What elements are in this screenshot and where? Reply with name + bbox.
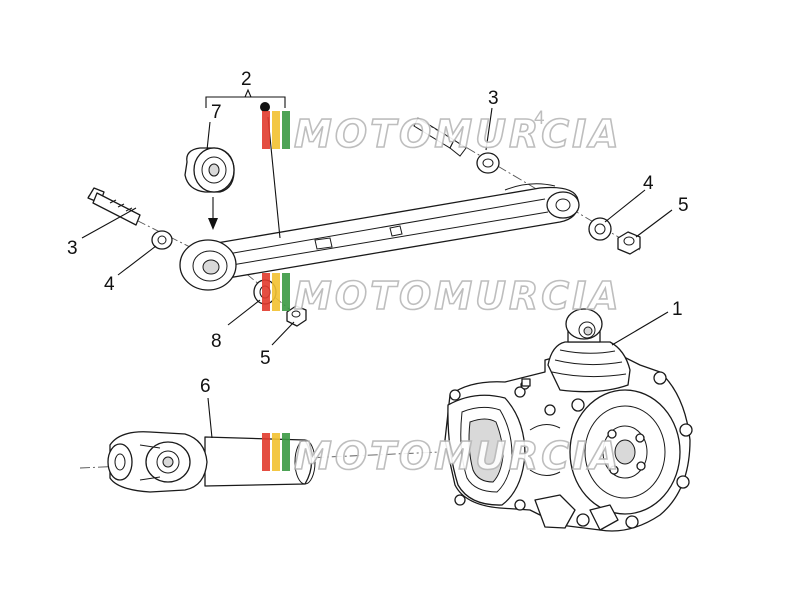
watermark-middle: MOTOMURCIA [262, 273, 622, 319]
callout-2: 2 [241, 69, 252, 90]
bearing [184, 147, 235, 230]
watermark-stripe-red [262, 111, 270, 149]
watermark-stripe-yellow [272, 433, 280, 471]
watermark-stripe-green [282, 433, 290, 471]
callout-4-front: 4 [104, 274, 115, 295]
watermark-stripe-red [262, 433, 270, 471]
watermark-stripe-yellow [272, 111, 280, 149]
cardan-shaft [107, 431, 316, 493]
watermark-text: MOTOMURCIA [294, 274, 622, 318]
watermark-stripe-yellow [272, 273, 280, 311]
watermark-text: MOTOMURCIA [294, 434, 622, 478]
watermark-bottom: MOTOMURCIA [262, 433, 622, 479]
callout-3-front: 3 [67, 238, 78, 259]
callout-8: 8 [211, 331, 222, 352]
callout-5-rear: 5 [678, 195, 689, 216]
reaction-rod [179, 183, 580, 291]
watermark-text: MOTOMURCIA [294, 112, 622, 156]
watermark-stripe-green [282, 273, 290, 311]
callout-5-front: 5 [260, 348, 271, 369]
leader-lines [81, 107, 673, 439]
washer-left [151, 230, 173, 250]
callout-1: 1 [672, 299, 683, 320]
callout-4-rear: 4 [643, 173, 654, 194]
watermark-stripe-red [262, 273, 270, 311]
watermark-top: MOTOMURCIA [262, 111, 622, 157]
bevel-gear-box [444, 308, 693, 532]
bolt [87, 187, 141, 226]
washer-rear [588, 217, 612, 241]
washer-rear-top [476, 152, 500, 174]
callout-7: 7 [211, 102, 222, 123]
lubrication-dot-icon [260, 102, 270, 112]
callout-6: 6 [200, 376, 211, 397]
callout-4-faint: 4 [534, 108, 545, 129]
nut-bottom [286, 305, 307, 327]
nut-rear [617, 231, 641, 255]
bolt-rear [413, 117, 467, 157]
callout-labels: 2 7 3 4 3 4 4 5 8 5 1 6 [67, 69, 689, 397]
watermark-stripe-green [282, 111, 290, 149]
callout-3-rear: 3 [488, 88, 499, 109]
